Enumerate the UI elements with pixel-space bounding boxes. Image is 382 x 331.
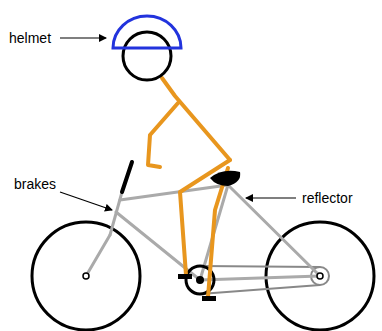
part-label: brakes [14,176,56,192]
leader-line [60,192,112,210]
handlebar [122,162,132,192]
leader-line [60,37,106,38]
saddle [210,171,240,186]
rider [148,78,230,297]
part-label: helmet [9,30,51,46]
head [123,32,171,80]
helmet-shape [113,16,181,48]
chain [200,266,329,294]
part-label: reflector [302,190,353,206]
leader-line [246,197,296,198]
front-wheel [32,222,140,330]
